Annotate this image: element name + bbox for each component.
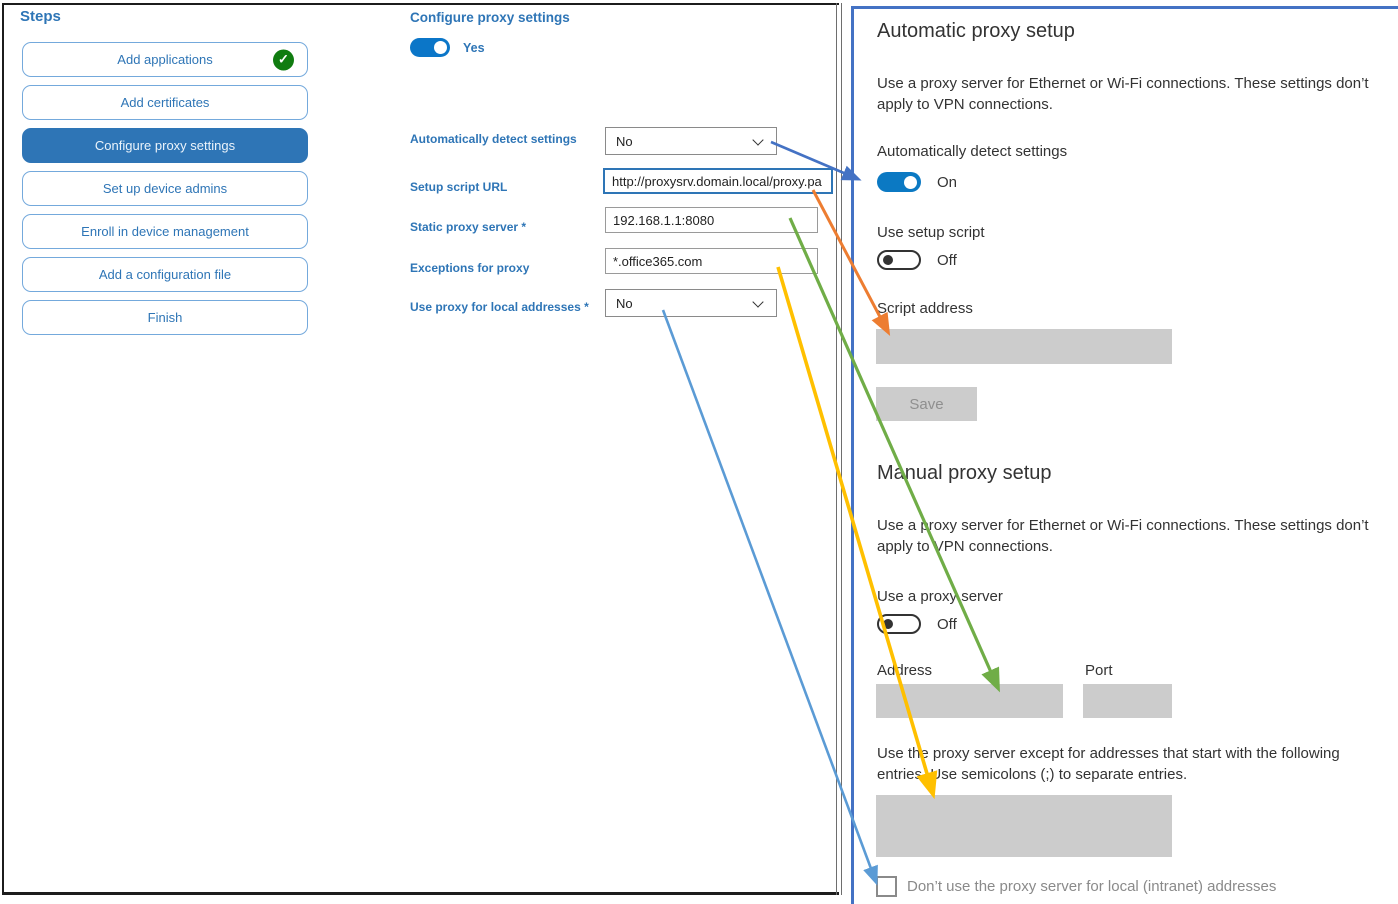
static-proxy-server-input[interactable] <box>605 207 818 233</box>
step-label: Enroll in device management <box>81 224 249 239</box>
field-label-setup-script-url: Setup script URL <box>410 180 508 194</box>
port-label: Port <box>1085 662 1113 679</box>
manual-proxy-setup-title: Manual proxy setup <box>877 462 1052 484</box>
step-label: Finish <box>147 310 183 325</box>
use-proxy-local-dropdown[interactable]: No <box>605 289 777 317</box>
sidebar-item-add-certificates[interactable]: Add certificates <box>22 85 308 120</box>
toggle-on <box>877 172 921 192</box>
toggle-state-label: Yes <box>463 40 485 55</box>
sidebar-item-enroll-in-device-management[interactable]: Enroll in device management <box>22 214 308 249</box>
manual-proxy-description: Use a proxy server for Ethernet or Wi-Fi… <box>877 517 1369 555</box>
exceptions-for-proxy-input[interactable] <box>605 248 818 274</box>
auto-detect-dropdown[interactable]: No <box>605 127 777 155</box>
chevron-down-icon <box>752 134 764 146</box>
field-label-use-proxy-local: Use proxy for local addresses * <box>410 300 589 314</box>
port-input[interactable] <box>1083 684 1172 718</box>
field-label-exceptions-for-proxy: Exceptions for proxy <box>410 261 530 275</box>
use-a-proxy-server-toggle[interactable]: Off <box>877 614 957 634</box>
pane-divider <box>841 3 842 895</box>
toggle-off <box>877 250 921 270</box>
automatic-proxy-setup-title: Automatic proxy setup <box>877 20 1075 42</box>
field-label-auto-detect: Automatically detect settings <box>410 132 577 146</box>
dropdown-value: No <box>616 133 633 149</box>
use-setup-script-label: Use setup script <box>877 224 985 241</box>
sidebar-item-configure-proxy-settings[interactable]: Configure proxy settings <box>22 128 308 163</box>
field-label-static-proxy-server: Static proxy server * <box>410 220 527 234</box>
step-label: Add a configuration file <box>98 267 232 282</box>
configure-proxy-toggle[interactable]: Yes <box>410 38 485 57</box>
sidebar-item-add-a-configuration-file[interactable]: Add a configuration file <box>22 257 308 292</box>
step-label: Add certificates <box>120 95 210 110</box>
toggle-knob <box>883 255 893 265</box>
checkbox-unchecked-icon[interactable] <box>876 876 897 897</box>
address-label: Address <box>877 662 933 679</box>
toggle-state-label: On <box>937 173 958 191</box>
completed-check-icon: ✓ <box>273 49 294 70</box>
steps-title: Steps <box>20 8 61 25</box>
toggle-state-label: Off <box>937 615 957 633</box>
step-label: Set up device admins <box>102 181 228 196</box>
sidebar-item-finish[interactable]: Finish <box>22 300 308 335</box>
dropdown-value: No <box>616 295 633 311</box>
sidebar-item-add-applications[interactable]: Add applications ✓ <box>22 42 308 77</box>
use-a-proxy-server-label: Use a proxy server <box>877 588 1003 605</box>
use-setup-script-toggle[interactable]: Off <box>877 250 957 270</box>
page-title: Configure proxy settings <box>410 10 570 25</box>
step-label: Add applications <box>117 52 213 67</box>
toggle-knob <box>434 41 447 54</box>
pane-divider <box>836 3 837 895</box>
toggle-knob <box>904 175 917 189</box>
script-address-label: Script address <box>877 300 973 317</box>
auto-detect-settings-toggle[interactable]: On <box>877 172 957 192</box>
toggle-state-label: Off <box>937 251 957 269</box>
address-input[interactable] <box>876 684 1063 718</box>
step-label: Configure proxy settings <box>94 138 236 153</box>
save-button[interactable]: Save <box>876 387 977 421</box>
toggle-knob <box>883 619 893 629</box>
intranet-checkbox-label: Don’t use the proxy server for local (in… <box>907 878 1277 895</box>
sidebar-item-set-up-device-admins[interactable]: Set up device admins <box>22 171 308 206</box>
automatic-proxy-description: Use a proxy server for Ethernet or Wi-Fi… <box>877 75 1369 113</box>
script-address-input[interactable] <box>876 329 1172 364</box>
proxy-exceptions-textarea[interactable] <box>876 795 1172 857</box>
toggle-off <box>877 614 921 634</box>
intranet-checkbox-row[interactable]: Don’t use the proxy server for local (in… <box>876 876 1276 897</box>
toggle-on <box>410 38 450 57</box>
auto-detect-settings-label: Automatically detect settings <box>877 143 1068 160</box>
window-frame <box>2 3 839 895</box>
proxy-exceptions-text: Use the proxy server except for addresse… <box>877 745 1340 783</box>
chevron-down-icon <box>752 296 764 308</box>
setup-script-url-input[interactable] <box>603 168 833 194</box>
